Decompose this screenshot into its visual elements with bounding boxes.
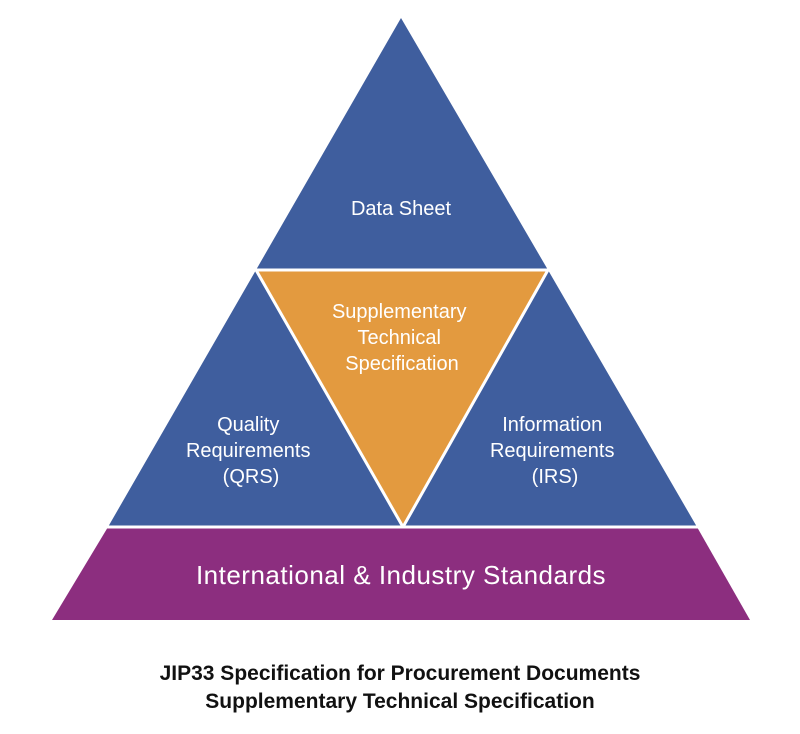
pyramid-diagram: Data Sheet Supplementary Technical Speci… <box>52 18 750 620</box>
top-section-label-line: Data Sheet <box>351 198 452 220</box>
center-section-label-line: Specification <box>345 353 458 375</box>
pyramid-center-section <box>253 268 551 531</box>
left-section-label-line: Requirements <box>186 440 311 462</box>
left-section-label-line: Quality <box>217 414 279 436</box>
left-section-label-line: (QRS) <box>223 466 280 488</box>
right-section-label: Information Requirements (IRS) <box>490 414 620 488</box>
base-band-label: International & Industry Standards <box>196 560 606 590</box>
caption-line-1: JIP33 Specification for Procurement Docu… <box>159 662 641 685</box>
caption-line-2: Supplementary Technical Specification <box>205 690 595 713</box>
center-section-label-line: Technical <box>358 327 441 349</box>
top-section-label: Data Sheet <box>351 198 452 220</box>
pyramid-left-section <box>108 270 403 527</box>
right-section-label-line: (IRS) <box>532 466 579 488</box>
left-section-label: Quality Requirements (QRS) <box>186 414 316 488</box>
center-section-label: Supplementary Technical Specification <box>332 301 472 375</box>
center-section-label-line: Supplementary <box>332 301 467 323</box>
pyramid-base-band <box>52 527 750 620</box>
right-section-label-line: Information <box>502 414 602 436</box>
pyramid-top-section <box>256 18 548 270</box>
right-section-label-line: Requirements <box>490 440 615 462</box>
pyramid-right-section <box>403 270 697 527</box>
